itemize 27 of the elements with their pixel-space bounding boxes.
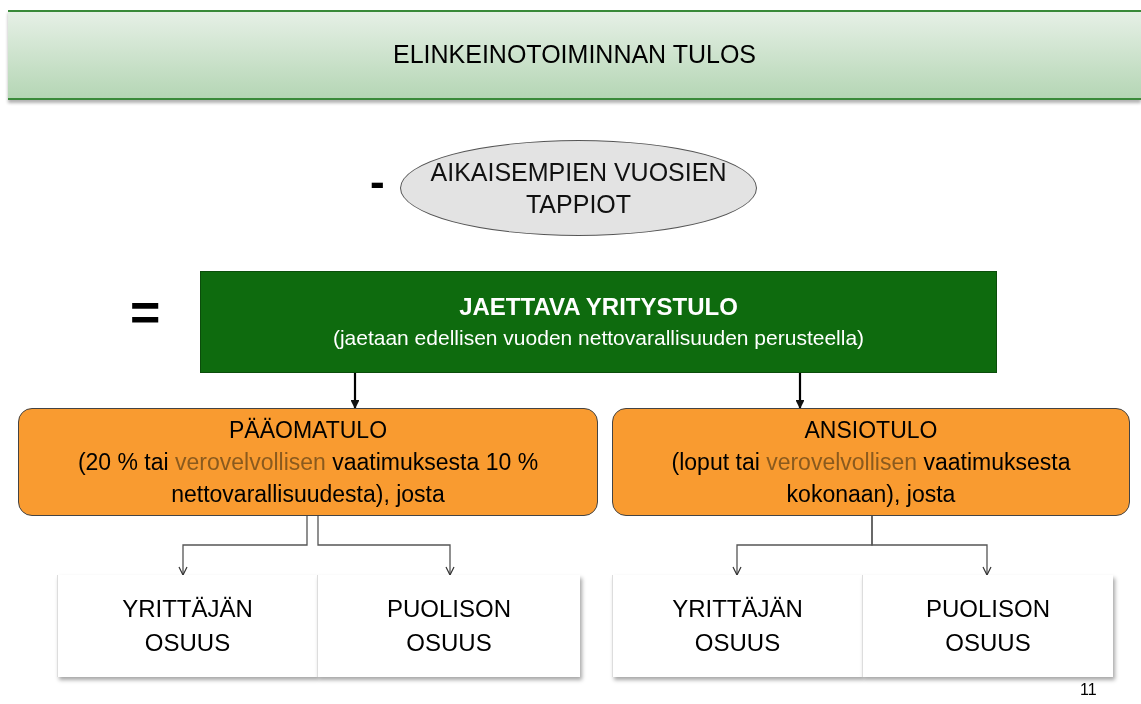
box-description: (loput tai verovelvollisen vaatimuksesta kokonaan), josta xyxy=(670,448,1072,509)
rounded-box xyxy=(18,408,598,516)
share-box xyxy=(317,575,580,677)
arrow xyxy=(317,515,455,576)
rounded-box xyxy=(612,408,1130,516)
page-number: 11 xyxy=(1080,682,1097,698)
box-heading: JAETTAVA YRITYSTULO xyxy=(459,292,738,322)
node-label: PUOLISON OSUUS xyxy=(386,594,512,658)
share-box xyxy=(612,575,862,677)
box-description: (jaetaan edellisen vuoden nettovarallisuuden perusteella) xyxy=(332,325,865,351)
box-description: (20 % tai verovelvollisen vaatimuksesta 10 % nettovarallisuudesta), josta xyxy=(76,448,540,509)
arrow xyxy=(350,373,360,409)
share-box xyxy=(862,575,1113,677)
box-heading: PÄÄOMATULO xyxy=(228,416,387,445)
arrow xyxy=(178,515,308,576)
node-label: AIKAISEMPIEN VUOSIEN TAPPIOT xyxy=(429,157,728,220)
arrow xyxy=(795,373,805,409)
operator-sign: = xyxy=(130,286,161,338)
share-box xyxy=(57,575,317,677)
operator-sign: - xyxy=(370,160,385,204)
box-heading: ANSIOTULO xyxy=(804,416,938,445)
node-label: YRITTÄJÄN OSUUS xyxy=(671,594,804,658)
process-box xyxy=(200,271,997,373)
arrow xyxy=(871,515,992,576)
node-label: PUOLISON OSUUS xyxy=(925,594,1051,658)
title: ELINKEINOTOIMINNAN TULOS xyxy=(391,39,757,70)
node-label: YRITTÄJÄN OSUUS xyxy=(121,594,254,658)
